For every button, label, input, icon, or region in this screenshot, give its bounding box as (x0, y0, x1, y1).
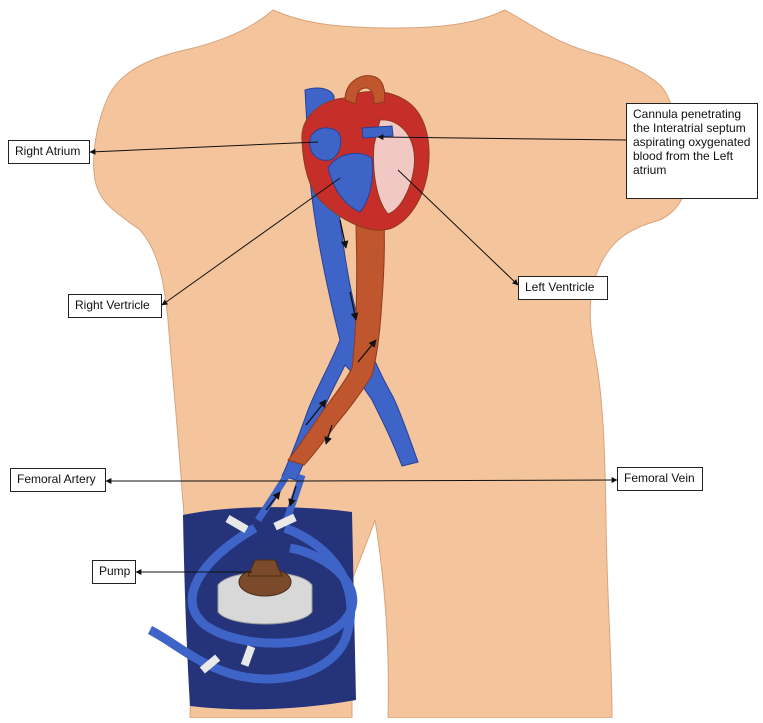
label-pump: Pump (92, 560, 136, 584)
label-right-atrium: Right Atrium (8, 140, 90, 164)
label-cannula: Cannula penetrating the Interatrial sept… (626, 103, 758, 199)
label-femoral-artery: Femoral Artery (10, 468, 106, 492)
cannula-tip (362, 126, 393, 138)
label-left-ventricle: Left Ventricle (518, 276, 608, 300)
right-atrium-chamber (310, 128, 341, 160)
label-right-ventricle: Right Vertricle (68, 294, 162, 318)
label-femoral-vein: Femoral Vein (617, 467, 703, 491)
